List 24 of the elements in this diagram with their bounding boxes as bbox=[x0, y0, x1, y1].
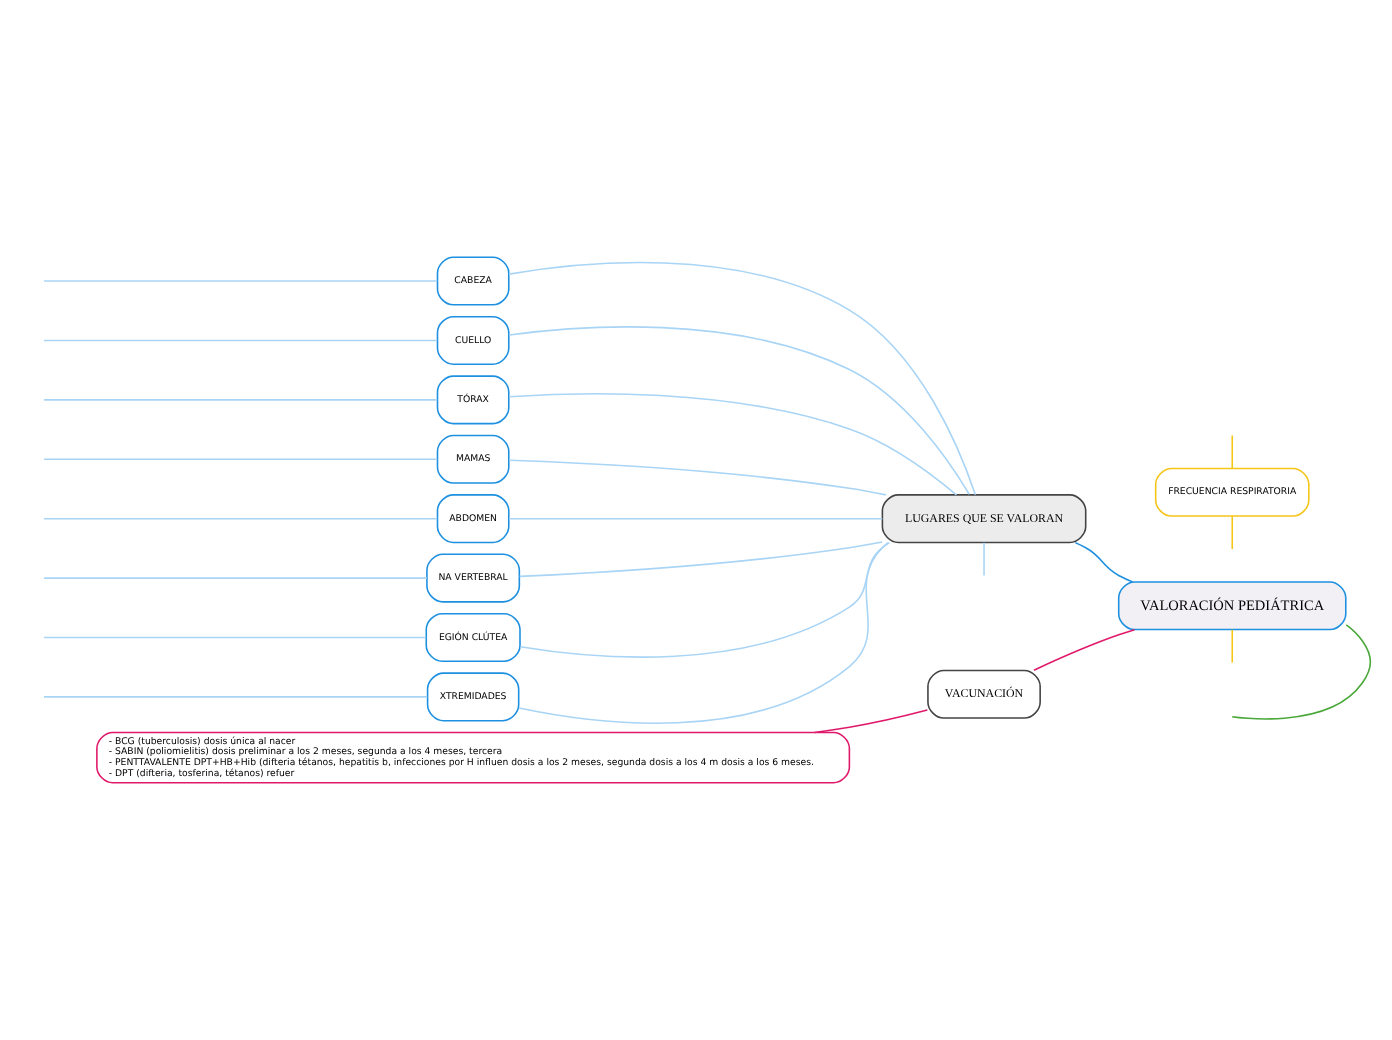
connector bbox=[43, 577, 428, 579]
connector bbox=[519, 541, 891, 658]
connector bbox=[1231, 624, 1372, 720]
connector bbox=[813, 709, 929, 734]
connector bbox=[983, 541, 985, 577]
connector bbox=[43, 696, 429, 698]
connector bbox=[1074, 541, 1134, 583]
connector bbox=[508, 392, 958, 496]
connector bbox=[1231, 628, 1234, 664]
connector bbox=[508, 517, 884, 520]
connector bbox=[508, 261, 977, 496]
connector bbox=[43, 517, 438, 520]
connector bbox=[518, 541, 889, 724]
connector bbox=[43, 399, 438, 401]
connector bbox=[43, 339, 438, 342]
connector bbox=[43, 280, 438, 282]
connector bbox=[43, 636, 427, 639]
connector bbox=[518, 541, 883, 578]
connector bbox=[508, 459, 887, 496]
connector bbox=[1231, 515, 1234, 550]
connector bbox=[1033, 628, 1136, 672]
connector bbox=[1231, 434, 1234, 470]
connector bbox=[43, 458, 438, 461]
connector bbox=[508, 326, 971, 496]
